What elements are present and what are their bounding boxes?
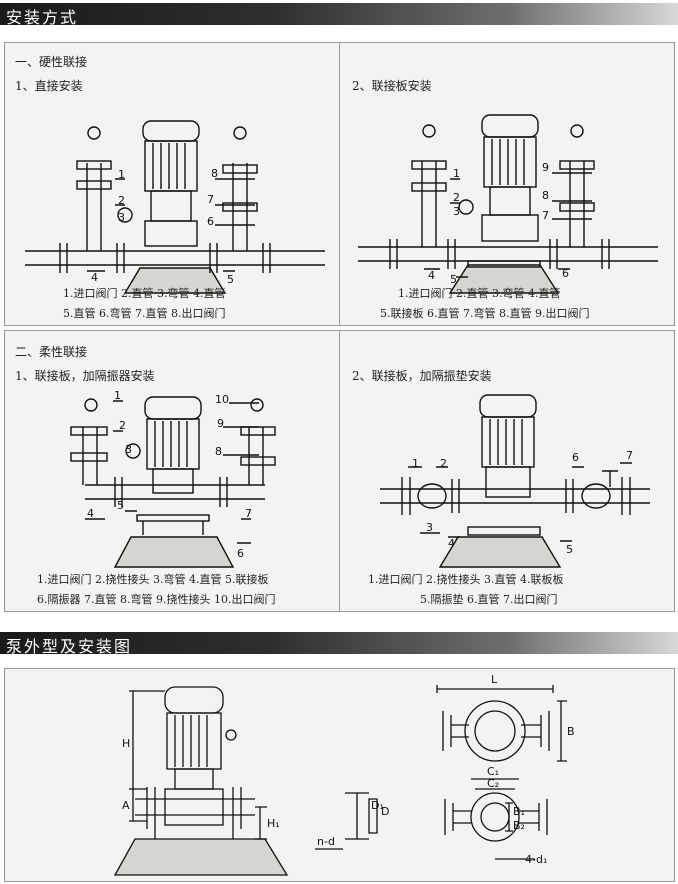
- svg-text:5: 5: [450, 273, 457, 286]
- svg-text:1: 1: [114, 389, 121, 402]
- dim-D1: D₁: [371, 799, 384, 812]
- legend-line: 6.隔振器 7.直管 8.弯管 9.挠性接头 10.出口阀门: [37, 593, 276, 606]
- legend-line: 5.联接板 6.直管 7.弯管 8.直管 9.出口阀门: [380, 307, 590, 320]
- svg-text:5: 5: [566, 543, 573, 556]
- svg-text:8: 8: [211, 167, 218, 180]
- svg-text:4: 4: [448, 537, 455, 550]
- section-title: 泵外型及安装图: [6, 637, 133, 656]
- install-diagram: 1 2 3 4 5 6 7: [380, 394, 650, 568]
- dim-H: H: [122, 737, 130, 750]
- panel-flexible-pad: 2、联接板，加隔振垫安装 1 2 3 4 5 6 7 1.进口阀门 2.挠性接头 3.直管…: [339, 330, 675, 612]
- install-diagram: 1 2 3 4 5 6 7 8: [25, 120, 325, 294]
- svg-text:3: 3: [426, 521, 433, 534]
- svg-text:6: 6: [572, 451, 579, 464]
- panel-title: 2、联接板，加隔振垫安装: [352, 369, 492, 383]
- section-title: 安装方式: [6, 8, 79, 27]
- dim-nd: n-d: [317, 835, 335, 848]
- outline-drawing: H A H₁ L B C₁ C₂ B₁ B₂ D D₁ n-d 4-d₁: [113, 673, 575, 876]
- svg-text:6: 6: [237, 547, 244, 560]
- section-header-outline: 泵外型及安装图: [0, 632, 678, 656]
- legend-line: 1.进口阀门 2.挠性接头 3.弯管 4.直管 5.联接板: [37, 573, 269, 586]
- svg-text:4: 4: [428, 269, 435, 282]
- dim-L: L: [491, 673, 498, 686]
- svg-text:3: 3: [125, 443, 132, 456]
- svg-text:3: 3: [453, 205, 460, 218]
- svg-text:5: 5: [117, 499, 124, 512]
- dim-4d1: 4-d₁: [525, 853, 547, 866]
- svg-text:8: 8: [542, 189, 549, 202]
- svg-text:2: 2: [119, 419, 126, 432]
- svg-text:9: 9: [542, 161, 549, 174]
- legend-line: 5.隔振垫 6.直管 7.出口阀门: [420, 593, 558, 606]
- svg-text:2: 2: [453, 191, 460, 204]
- svg-text:9: 9: [217, 417, 224, 430]
- panel-title: 1、直接安装: [15, 79, 83, 93]
- svg-text:7: 7: [542, 209, 549, 222]
- svg-text:10: 10: [215, 393, 229, 406]
- legend-line: 1.进口阀门 2.挠性接头 3.直管 4.联板板: [368, 573, 564, 586]
- dim-B1: B₁: [513, 805, 525, 818]
- panel-rigid-direct: 一、硬性联接 1、直接安装 1 2 3 4 5 6 7 8: [4, 42, 341, 326]
- section-header-install: 安装方式: [0, 3, 678, 27]
- dim-B: B: [567, 725, 575, 738]
- svg-text:1: 1: [453, 167, 460, 180]
- svg-text:8: 8: [215, 445, 222, 458]
- group-heading: 二、柔性联接: [15, 345, 88, 359]
- svg-text:2: 2: [440, 457, 447, 470]
- panel-title: 1、联接板，加隔振器安装: [15, 369, 155, 383]
- svg-text:7: 7: [245, 507, 252, 520]
- legend-line: 5.直管 6.弯管 7.直管 8.出口阀门: [63, 307, 226, 320]
- svg-text:4: 4: [87, 507, 94, 520]
- svg-text:6: 6: [207, 215, 214, 228]
- dim-C2: C₂: [487, 777, 499, 790]
- svg-text:7: 7: [207, 193, 214, 206]
- svg-text:7: 7: [626, 449, 633, 462]
- legend-line: 1.进口阀门 2.直管 3.弯管 4.直管: [63, 287, 226, 300]
- dim-B2: B₂: [513, 819, 525, 832]
- dim-C1: C₁: [487, 765, 499, 778]
- dim-D: D: [381, 805, 389, 818]
- panel-outline: H A H₁ L B C₁ C₂ B₁ B₂ D D₁ n-d 4-d₁: [4, 668, 675, 882]
- panel-title: 2、联接板安装: [352, 79, 432, 93]
- svg-text:6: 6: [562, 267, 569, 280]
- dim-A: A: [122, 799, 130, 812]
- svg-text:3: 3: [118, 211, 125, 224]
- svg-text:1: 1: [118, 168, 125, 181]
- panel-flexible-isolator: 二、柔性联接 1、联接板，加隔振器安装 1 2 3 4 5 6 7 8 9 10 1.进口阀门…: [4, 330, 341, 612]
- svg-text:2: 2: [118, 194, 125, 207]
- svg-text:1: 1: [412, 457, 419, 470]
- legend-line: 1.进口阀门 2.直管 3.弯管 4.直管: [398, 287, 561, 300]
- svg-text:4: 4: [91, 271, 98, 284]
- install-diagram: 1 2 3 4 5 6 7 8 9 10: [70, 389, 276, 568]
- dim-H1: H₁: [267, 817, 280, 830]
- group-heading: 一、硬性联接: [15, 55, 88, 69]
- svg-text:5: 5: [227, 273, 234, 286]
